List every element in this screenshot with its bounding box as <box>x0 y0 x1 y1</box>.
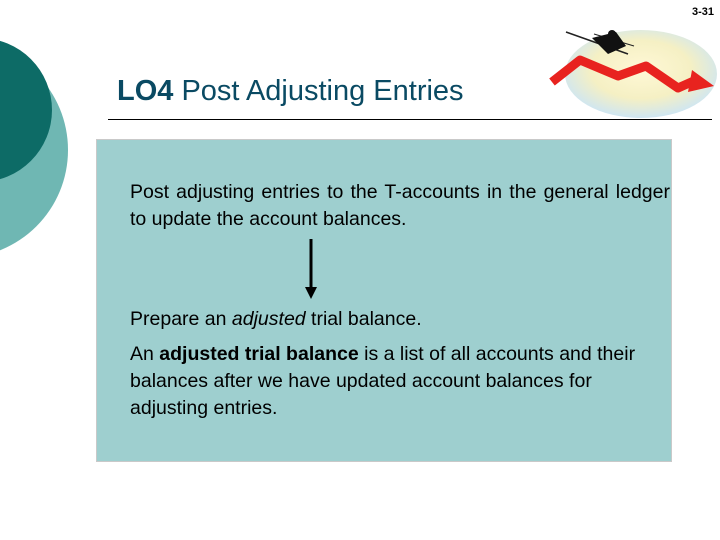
down-arrow-icon <box>305 239 317 299</box>
paragraph-definition: An adjusted trial balance is a list of a… <box>130 341 670 422</box>
paragraph-prepare-trial-balance: Prepare an adjusted trial balance. <box>130 306 670 333</box>
title-text: Post Adjusting Entries <box>173 75 464 107</box>
content-box: Post adjusting entries to the T-accounts… <box>96 139 672 462</box>
emphasis-adjusted: adjusted <box>231 308 306 330</box>
title-divider <box>108 119 712 120</box>
text-segment: An <box>130 343 160 365</box>
term-adjusted-trial-balance: adjusted trial balance <box>159 343 359 365</box>
text-segment: trial balance. <box>305 308 422 330</box>
paragraph-post-entries: Post adjusting entries to the T-accounts… <box>130 181 670 230</box>
skier-declining-chart-icon <box>549 30 717 118</box>
slide-number: 3-31 <box>691 6 714 18</box>
text-segment: is a list of all accounts and their bala… <box>130 343 636 419</box>
decorative-circles <box>0 40 68 251</box>
slide-title: LO4 Post Adjusting Entries <box>117 75 464 108</box>
text-segment: Prepare an <box>130 308 232 330</box>
title-objective-code: LO4 <box>117 75 174 107</box>
